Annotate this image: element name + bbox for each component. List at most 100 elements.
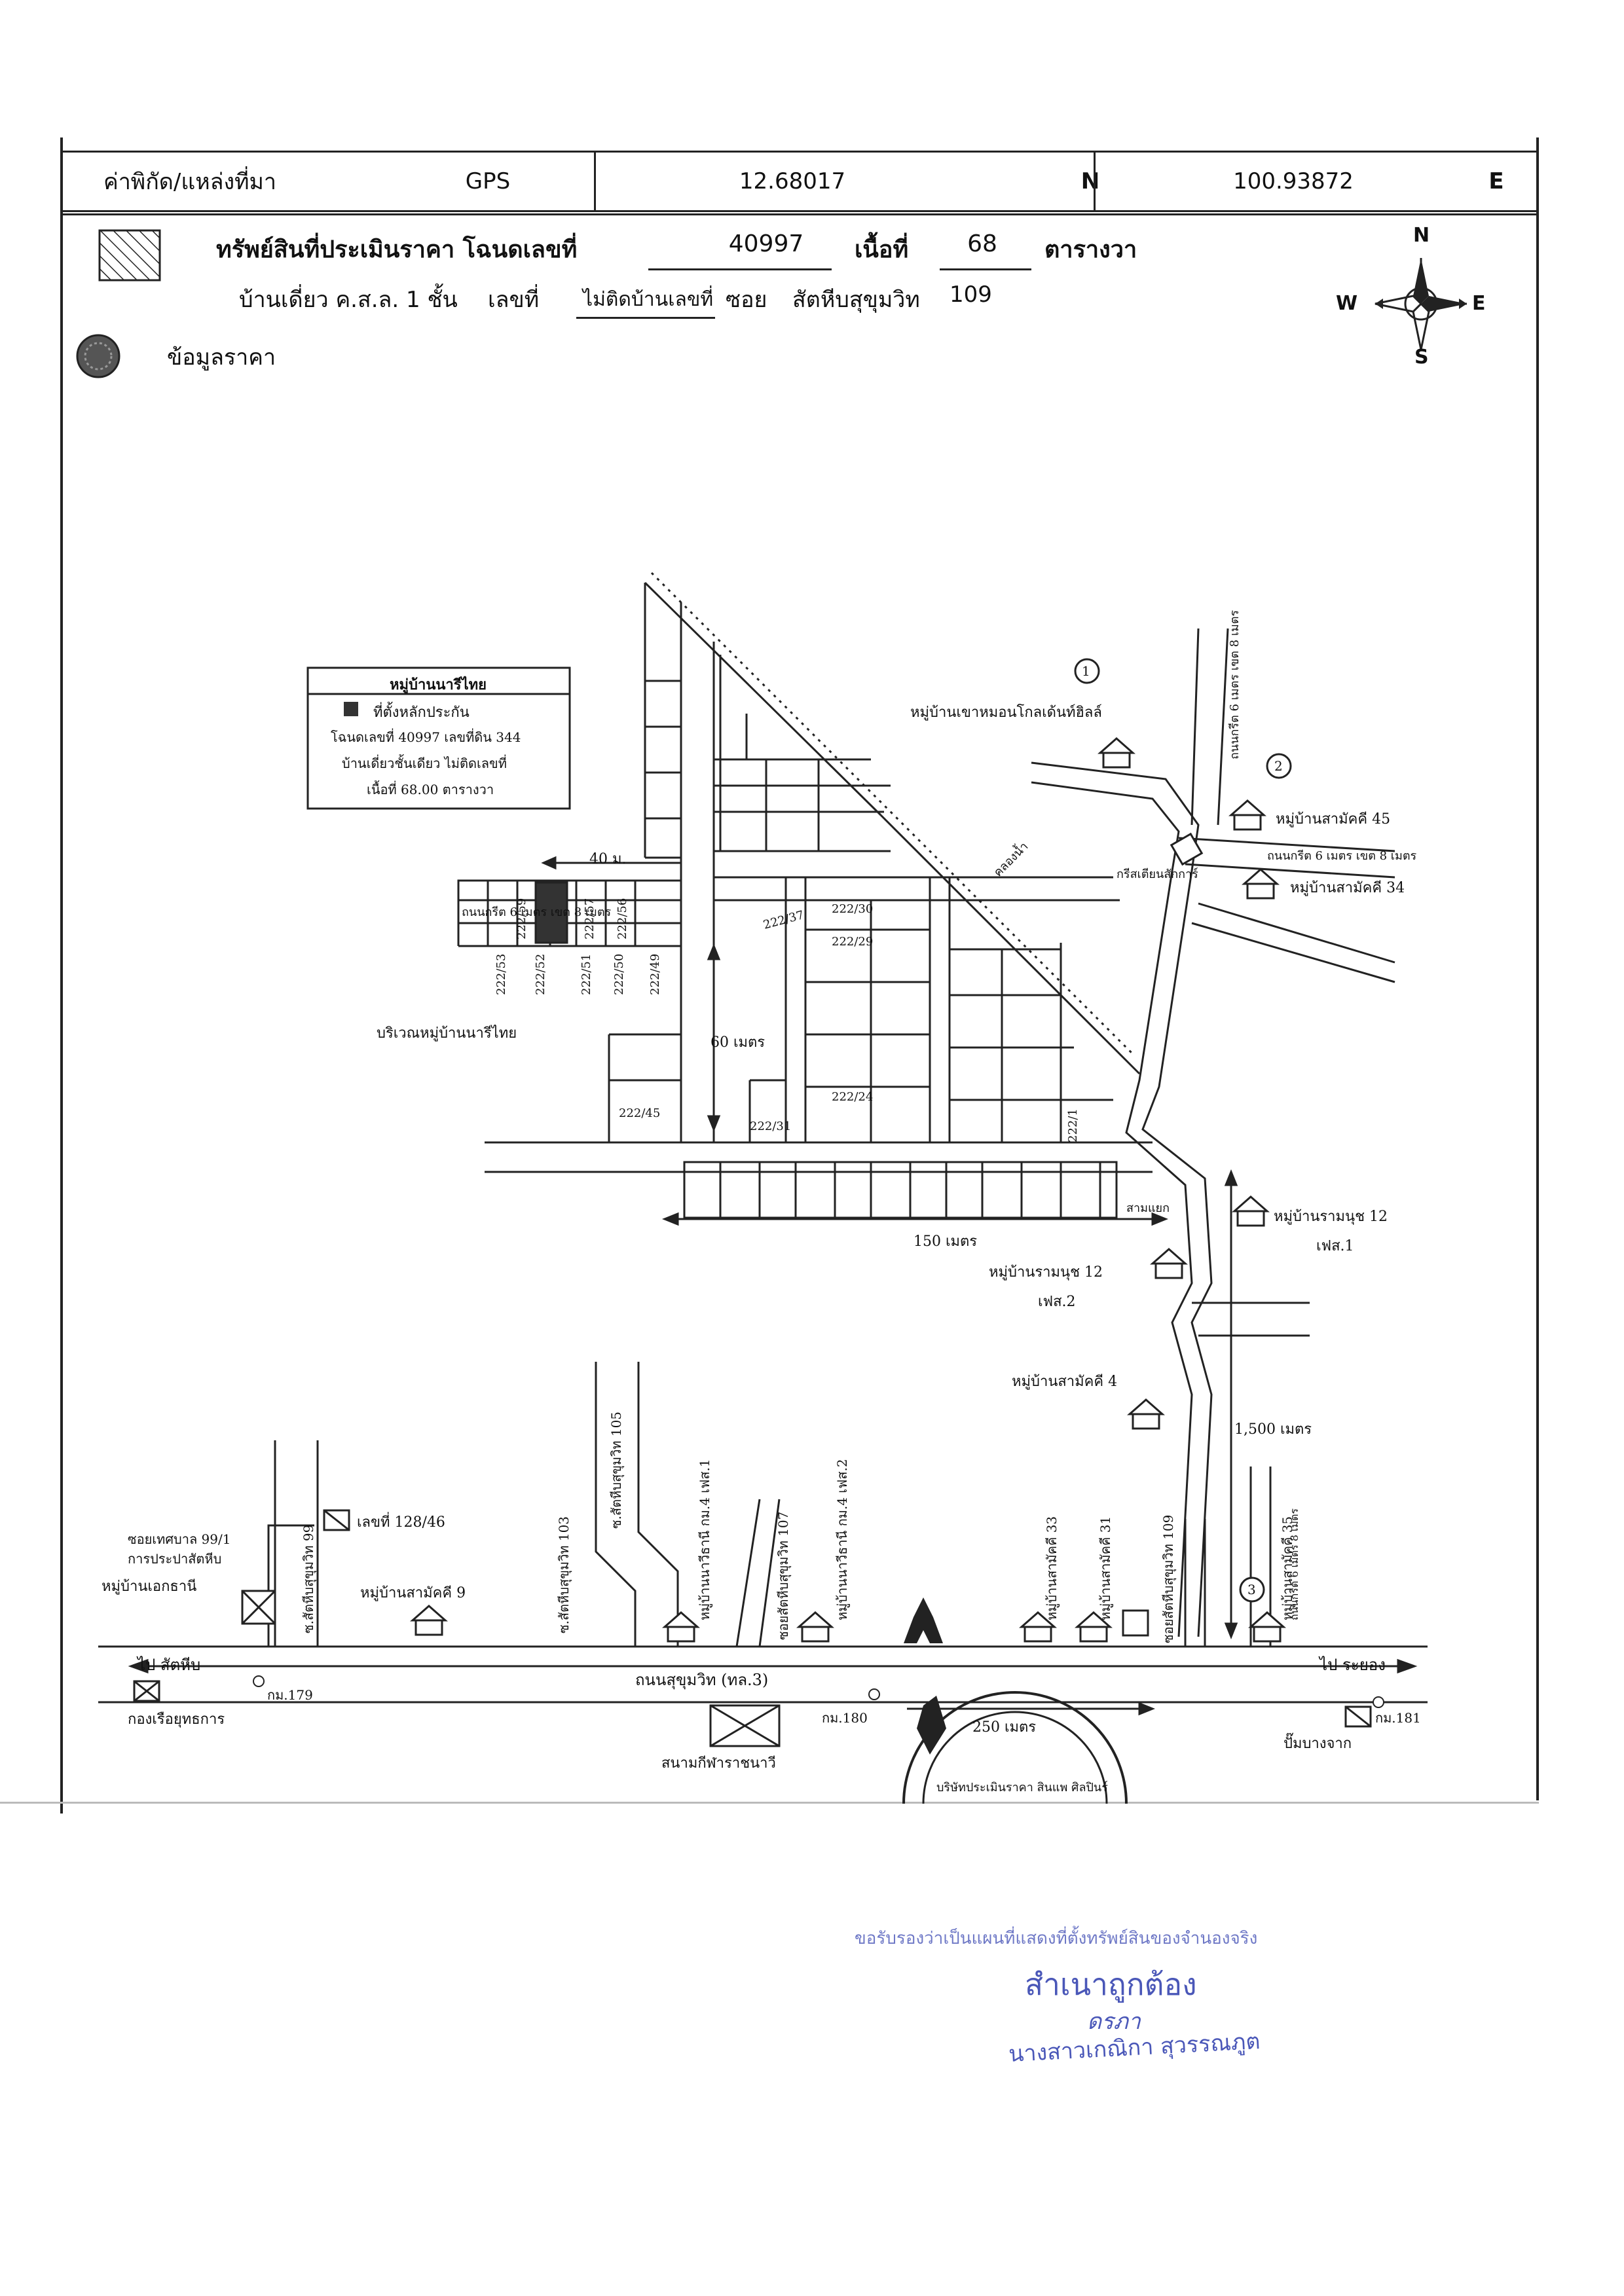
legend-title: หมู่บ้านนารีไทย <box>390 676 487 693</box>
km179-marker-icon <box>253 1675 265 1687</box>
km179-label: กม.179 <box>267 1687 313 1703</box>
village31-building-icon <box>1122 1609 1149 1637</box>
to-sattahip-label: ไป สัตหีบ <box>138 1656 201 1674</box>
hatched-property-swatch <box>98 229 161 282</box>
village-ramnut1-phase: เฟส.1 <box>1316 1238 1354 1254</box>
concrete-road-label-right: ถนนกรีต 6 เมตร เขต 8 เมตร <box>1267 849 1417 863</box>
house-icon-33 <box>1019 1611 1057 1643</box>
compass-s-label: S <box>1414 346 1429 369</box>
nareethai-road-label: ถนนกรีต 6 เมตร เขต 8 เมตร <box>462 905 612 919</box>
legend-line3: บ้านเดี่ยวชั้นเดียว ไม่ติดเลขที่ <box>342 756 507 771</box>
seal-ring-text: บริษัทประเมินราคา สินแพ ศิลปินร์ <box>936 1781 1108 1795</box>
compass-rose: N S W E <box>1336 224 1486 369</box>
legend-box <box>306 666 571 810</box>
house-icon-khaomon <box>1098 737 1135 769</box>
km181-marker-icon <box>1373 1696 1384 1708</box>
frame-left-border <box>60 137 63 1813</box>
plot-222-1: 222/1 <box>1066 1108 1080 1142</box>
latitude-value: 12.68017 <box>739 168 846 194</box>
longitude-direction: E <box>1488 168 1504 194</box>
property-title: ทรัพย์สินที่ประเมินราคา โฉนดเลขที่ <box>216 236 578 263</box>
soi105-label: ซ.สัตหีบสุขุมวิท 105 <box>608 1411 624 1529</box>
soi-name: สัตหีบสุขุมวิท <box>792 287 920 313</box>
location-map <box>98 572 1428 1804</box>
compass-w-label: W <box>1336 292 1358 315</box>
plot-222-52: 222/52 <box>534 953 547 995</box>
soi-ekthani-label-2: การประปาสัตหีบ <box>128 1551 222 1567</box>
soi103-label: ซ.สัตหีบสุขุมวิท 103 <box>556 1516 572 1633</box>
landmark-black-icon-2 <box>917 1696 946 1755</box>
soi109-road-west-edge <box>1031 761 1213 1637</box>
legend-line2: โฉนดเลขที่ 40997 เลขที่ดิน 344 <box>331 729 521 745</box>
plot-222-51: 222/51 <box>580 953 593 995</box>
chapel-label: กรีสเตียนสักการ์ <box>1116 867 1198 881</box>
property-type: บ้านเดี่ยว ค.ส.ล. 1 ชั้น <box>239 287 458 313</box>
certification-title: สำเนาถูกต้อง <box>1025 1967 1197 2002</box>
house-icon-34 <box>1242 868 1280 900</box>
plot-222-45: 222/45 <box>619 1106 661 1120</box>
village-samakkee9-label: หมู่บ้านสามัคคี 9 <box>360 1585 466 1601</box>
dist-40m-label: 40 ม. <box>589 851 627 867</box>
house-no-underline <box>576 317 715 319</box>
marker-2-label: 2 <box>1274 758 1283 774</box>
soi109-road-east-edge <box>1031 781 1193 1637</box>
dist-250m-label: 250 เมตร <box>972 1719 1037 1736</box>
concrete-road-label-top: ถนนกรีต 6 เมตร เขต 8 เมตร <box>1228 610 1242 759</box>
dist-150m-label: 150 เมตร <box>913 1233 978 1250</box>
house-icon-samakkee4 <box>1127 1398 1165 1430</box>
longitude-value: 100.93872 <box>1233 168 1354 194</box>
deed-number-underline <box>648 268 832 270</box>
village-khaomon-label: หมู่บ้านเขาหมอนโกลเด้นท์ฮิลล์ <box>910 704 1102 721</box>
company-seal-ring <box>902 1691 1128 1804</box>
latitude-direction: N <box>1080 168 1100 194</box>
subdivision-diagonal-edge-lower <box>879 814 1141 1075</box>
house-icon-35 <box>1248 1611 1286 1643</box>
nareethai-area-label: บริเวณหมู่บ้านนารีไทย <box>377 1025 517 1042</box>
certification-line1: ขอรับรองว่าเป็นแผนที่แสดงที่ตั้งทรัพย์สิ… <box>855 1929 1258 1948</box>
village-ramnut1-label: หมู่บ้านรามนุช 12 <box>1274 1209 1388 1225</box>
village-34-label: หมู่บ้านสามัคคี 34 <box>1290 880 1405 896</box>
plot-222-56: 222/56 <box>616 898 629 939</box>
frame-bottom-border <box>0 1802 1539 1804</box>
house-no-value: ไม่ติดบ้านเลขที่ <box>583 288 714 311</box>
plot-222-30: 222/30 <box>832 902 874 916</box>
signature: ดรภา <box>1087 2009 1141 2035</box>
plot-222-49: 222/49 <box>648 953 662 995</box>
landmark-black-icon <box>904 1597 943 1643</box>
frame-right-border <box>1536 137 1539 1800</box>
chapel-icon <box>1170 832 1204 866</box>
marker-3-label: 3 <box>1247 1582 1256 1597</box>
km181-label: กม.181 <box>1375 1710 1421 1726</box>
stadium-label: สนามกีฬาราชนาวี <box>661 1755 776 1772</box>
village-samakkee4-label: หมู่บ้านสามัคคี 4 <box>1012 1374 1118 1390</box>
area-underline <box>940 268 1031 270</box>
house-icon-ramnut1 <box>1232 1195 1270 1227</box>
village-nawee1-label: หมู่บ้านนาวีธานี กม.4 เฟส.1 <box>697 1459 712 1620</box>
village-ramnut2-phase: เฟส.2 <box>1038 1294 1076 1310</box>
village-33-label: หมู่บ้านสามัคคี 33 <box>1044 1516 1060 1620</box>
compass-n-label: N <box>1413 224 1430 247</box>
plot-222-24: 222/24 <box>832 1090 874 1104</box>
table-divider <box>594 153 596 210</box>
house-icon-samakkee9 <box>410 1605 448 1636</box>
legend-line4: เนื้อที่ 68.00 ตารางวา <box>367 782 494 797</box>
subject-property-plot <box>534 881 568 944</box>
house-icon-nawee1 <box>662 1611 700 1643</box>
main-road-label: ถนนสุขุมวิท (ทล.3) <box>635 1671 769 1689</box>
dist-60m-label: 60 เมตร <box>710 1034 766 1051</box>
marker-circle-3 <box>1239 1576 1265 1603</box>
deed-number: 40997 <box>728 230 804 257</box>
marker-circle-2 <box>1266 753 1292 779</box>
area-value: 68 <box>967 230 997 257</box>
house-icon-45 <box>1228 799 1266 831</box>
house-128-label: เลขที่ 128/46 <box>357 1514 445 1531</box>
coord-source: GPS <box>465 168 511 194</box>
coord-label: ค่าพิกัด/แหล่งที่มา <box>103 169 277 195</box>
gps-coordinate-table: ค่าพิกัด/แหล่งที่มา GPS 12.68017 N 100.9… <box>60 151 1539 212</box>
house-icon-ramnut2 <box>1150 1248 1188 1279</box>
village-45-label: หมู่บ้านสามัคคี 45 <box>1276 811 1391 828</box>
road-35-label: ถนนกรีต 6 เมตร 8 เมตร <box>1288 1508 1301 1620</box>
village45-road <box>1178 837 1395 852</box>
plot-222-53: 222/53 <box>494 953 508 995</box>
